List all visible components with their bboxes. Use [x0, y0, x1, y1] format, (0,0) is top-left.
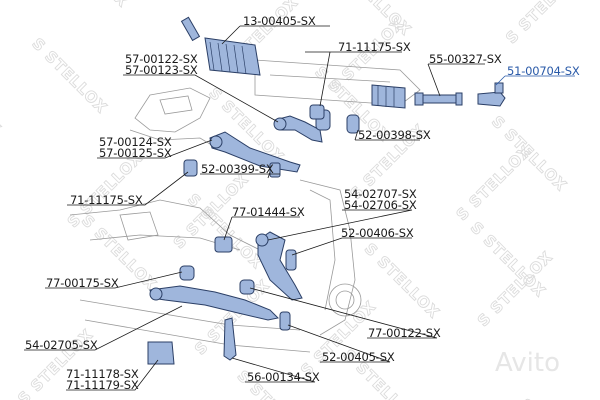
- svg-text:S STELLOX: S STELLOX: [0, 56, 5, 138]
- part-label-57-00122: 57-00122-SX: [125, 52, 198, 66]
- part-label-57-00125: 57-00125-SX: [99, 146, 172, 160]
- part-label-52-00398: 52-00398-SX: [358, 128, 431, 142]
- part-label-52-00406: 52-00406-SX: [341, 226, 414, 240]
- part-label-77-00122: 77-00122-SX: [368, 326, 441, 340]
- steering-rack: [180, 16, 406, 109]
- part-label-71-11175-top: 71-11175-SX: [338, 40, 411, 54]
- bushings: [179, 104, 360, 295]
- svg-text:S STELLOX: S STELLOX: [64, 149, 146, 231]
- svg-text:S STELLOX: S STELLOX: [516, 395, 598, 400]
- part-label-71-11179: 71-11179-SX: [66, 378, 139, 392]
- part-label-13-00405: 13-00405-SX: [243, 14, 316, 28]
- part-label-54-02706: 54-02706-SX: [344, 198, 417, 212]
- svg-text:S STELLOX: S STELLOX: [28, 35, 110, 117]
- part-label-52-00399: 52-00399-SX: [201, 162, 274, 176]
- avito-watermark: Avito: [495, 348, 560, 378]
- svg-text:S STELLOX: S STELLOX: [50, 0, 132, 11]
- svg-text:S STELLOX: S STELLOX: [502, 0, 584, 47]
- part-label-56-00134: 56-00134-SX: [247, 370, 320, 384]
- part-label-51-00704[interactable]: 51-00704-SX: [507, 64, 580, 78]
- part-label-54-02707: 54-02707-SX: [344, 187, 417, 201]
- leader-lines: [24, 25, 575, 391]
- part-label-77-00175: 77-00175-SX: [46, 276, 119, 290]
- lower-arms: [147, 231, 303, 365]
- part-label-71-11175-left: 71-11175-SX: [70, 193, 143, 207]
- part-label-54-02705: 54-02705-SX: [25, 338, 98, 352]
- part-label-57-00124: 57-00124-SX: [99, 135, 172, 149]
- part-label-71-11178: 71-11178-SX: [66, 367, 139, 381]
- part-label-52-00405: 52-00405-SX: [322, 350, 395, 364]
- part-label-57-00123: 57-00123-SX: [125, 63, 198, 77]
- part-label-55-00327: 55-00327-SX: [429, 52, 502, 66]
- svg-text:S STELLOX: S STELLOX: [333, 0, 415, 39]
- part-label-77-01444: 77-01444-SX: [232, 205, 305, 219]
- tie-rod: [414, 82, 506, 107]
